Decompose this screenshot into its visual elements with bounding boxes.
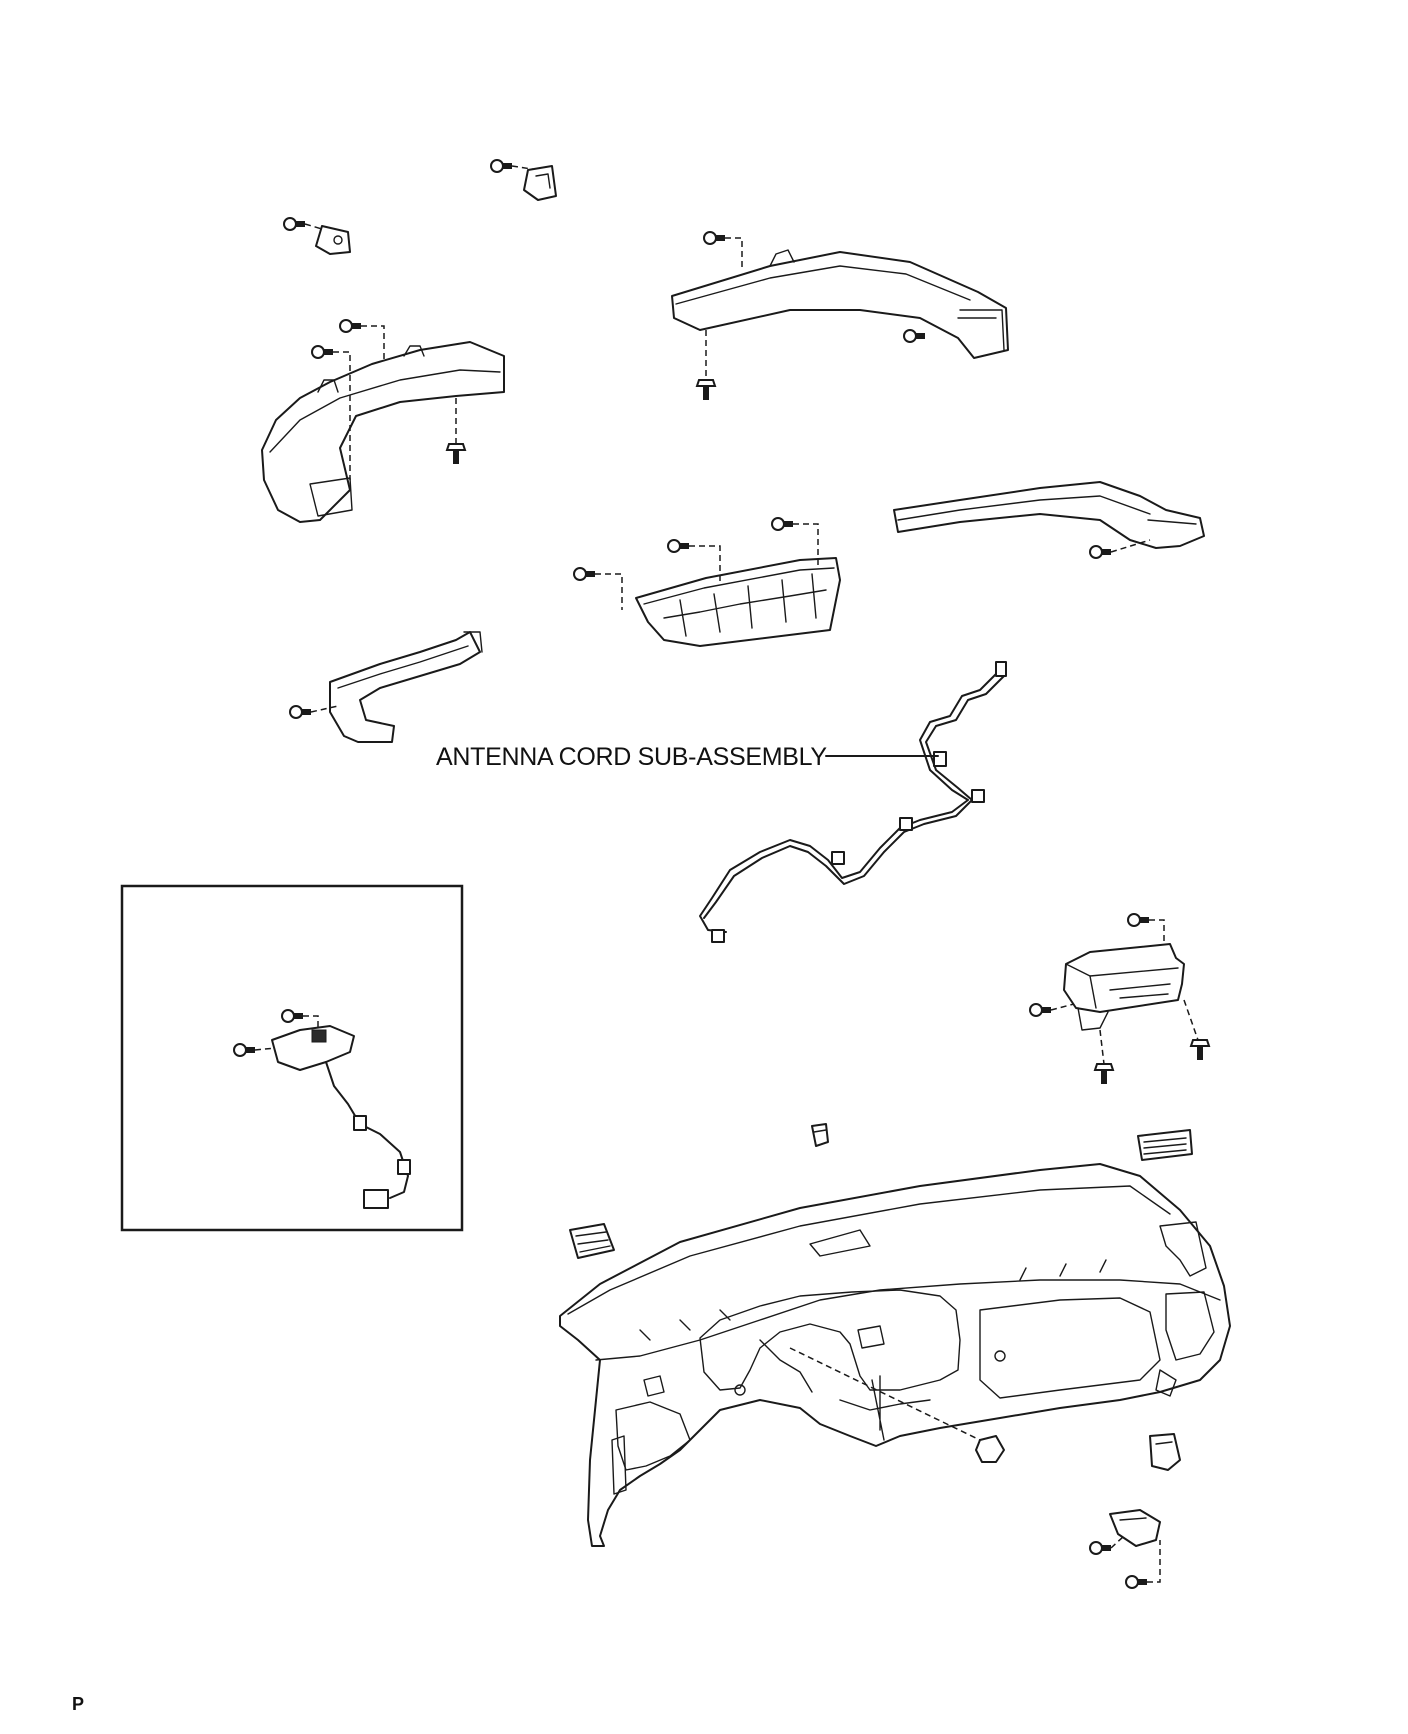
- bolt-icon: [1190, 1039, 1210, 1061]
- lower-right-bracket: [1149, 1433, 1181, 1471]
- bolt-icon: [311, 345, 334, 359]
- left-side-vent: [569, 1223, 615, 1259]
- bolt-icon: [771, 517, 794, 531]
- top-bracket-left: [283, 217, 351, 255]
- bolt-icon: [903, 329, 926, 343]
- inset-detail-box: [120, 884, 464, 1232]
- antenna-cord-callout-label: ANTENNA CORD SUB-ASSEMBLY: [436, 743, 827, 771]
- right-long-duct: [893, 481, 1205, 559]
- bolt-icon: [281, 1009, 304, 1023]
- left-lower-duct: [289, 631, 483, 743]
- bolt-icon: [1029, 1003, 1052, 1017]
- bolt-icon: [1089, 1541, 1112, 1555]
- bolt-icon: [1089, 545, 1112, 559]
- bolt-icon: [1125, 1575, 1148, 1589]
- center-vent-housing: [573, 517, 841, 647]
- bolt-icon: [696, 379, 716, 401]
- bolt-icon: [289, 705, 312, 719]
- upper-left-duct: [261, 319, 505, 523]
- bolt-icon: [703, 231, 726, 245]
- antenna-cord-sub-assembly: [699, 661, 1007, 943]
- page-code: P: [72, 1694, 85, 1714]
- bolt-icon: [667, 539, 690, 553]
- bolt-icon: [490, 159, 513, 173]
- lower-clip: [789, 1347, 1005, 1463]
- bolt-icon: [446, 443, 466, 465]
- top-bracket-right: [490, 159, 557, 201]
- bolt-icon: [339, 319, 362, 333]
- bolt-icon: [1127, 913, 1150, 927]
- airbag-module: [1029, 913, 1210, 1085]
- bolt-icon: [1094, 1063, 1114, 1085]
- center-clip: [811, 1123, 829, 1147]
- bottom-bracket: [1089, 1509, 1161, 1589]
- right-side-vent: [1137, 1129, 1193, 1161]
- instrument-panel: [559, 1163, 1231, 1547]
- bolt-icon: [573, 567, 596, 581]
- bolt-icon: [233, 1043, 256, 1057]
- upper-right-duct: [671, 231, 1009, 401]
- bolt-icon: [283, 217, 306, 231]
